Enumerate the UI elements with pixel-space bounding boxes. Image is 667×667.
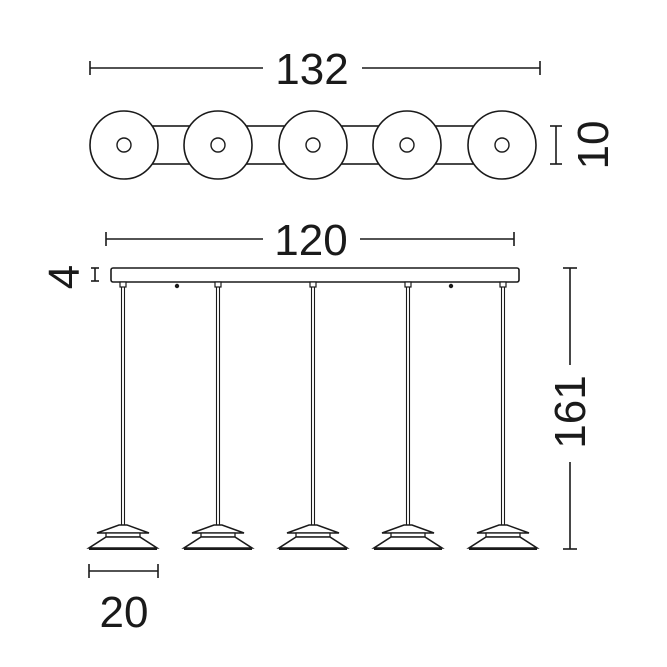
cable-mount bbox=[499, 281, 507, 288]
cable-mount bbox=[214, 281, 222, 288]
total-height-dimension: 161 bbox=[546, 267, 595, 550]
top-view-disc-center bbox=[305, 137, 321, 153]
cable-mount bbox=[404, 281, 412, 288]
shade-upper-cone bbox=[191, 524, 245, 534]
top-view-discs bbox=[89, 110, 537, 180]
pendant-lamp bbox=[181, 281, 255, 550]
shade-upper-cone bbox=[381, 524, 435, 534]
shade-diameter-dimension: 20 bbox=[88, 564, 159, 637]
shade-lower-cone bbox=[466, 536, 540, 549]
top-width-dimension: 132 bbox=[89, 45, 541, 94]
canopy-width-label: 120 bbox=[274, 216, 347, 265]
top-view-disc-center bbox=[399, 137, 415, 153]
top-width-label: 132 bbox=[275, 45, 348, 94]
shade-upper-cone bbox=[476, 524, 530, 534]
shade-upper-cone bbox=[286, 524, 340, 534]
shade-lower-cone bbox=[181, 536, 255, 549]
top-view bbox=[89, 110, 537, 180]
front-view bbox=[86, 267, 540, 550]
top-depth-dimension: 10 bbox=[550, 121, 618, 170]
canopy bbox=[110, 267, 520, 283]
pendant-lamp bbox=[86, 281, 160, 550]
top-view-disc-center bbox=[494, 137, 510, 153]
shade-lower-cone bbox=[371, 536, 445, 549]
cable-mount bbox=[119, 281, 127, 288]
pendant-lamp bbox=[276, 281, 350, 550]
cable-mount bbox=[309, 281, 317, 288]
canopy-screw-right bbox=[448, 283, 454, 289]
top-view-disc-center bbox=[210, 137, 226, 153]
pendant-lamp bbox=[466, 281, 540, 550]
canopy-height-label: 4 bbox=[40, 265, 89, 289]
shade-lower-cone bbox=[276, 536, 350, 549]
canopy-height-dimension: 4 bbox=[40, 265, 99, 289]
top-depth-label: 10 bbox=[569, 121, 618, 170]
shade-upper-cone bbox=[96, 524, 150, 534]
pendants bbox=[86, 281, 540, 550]
shade-diameter-label: 20 bbox=[100, 588, 149, 637]
top-view-disc-center bbox=[116, 137, 132, 153]
total-height-label: 161 bbox=[546, 375, 595, 448]
canopy-screw-left bbox=[174, 283, 180, 289]
shade-lower-cone bbox=[86, 536, 160, 549]
canopy-width-dimension: 120 bbox=[105, 216, 515, 265]
pendant-lamp bbox=[371, 281, 445, 550]
